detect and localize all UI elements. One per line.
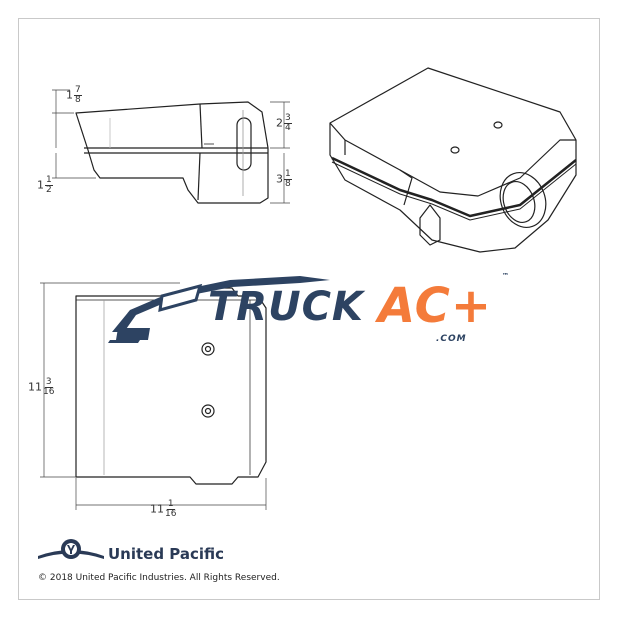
side-dimension-lines bbox=[52, 89, 290, 204]
watermark-ac-text: AC+ bbox=[378, 278, 493, 334]
copyright-text: © 2018 United Pacific Industries. All Ri… bbox=[38, 573, 280, 583]
watermark-tm: ™ bbox=[502, 272, 510, 280]
watermark-tld-text: .COM bbox=[436, 334, 467, 344]
drawing-frame bbox=[18, 18, 600, 600]
truckac-watermark-logo bbox=[108, 276, 330, 343]
isometric-view bbox=[329, 67, 577, 253]
plan-dimension-lines bbox=[40, 282, 267, 510]
watermark-truck-text: TRUCK bbox=[208, 284, 364, 330]
side-view bbox=[75, 101, 269, 204]
united-pacific-shield-icon bbox=[38, 539, 104, 559]
brand-name: United Pacific bbox=[108, 545, 225, 563]
